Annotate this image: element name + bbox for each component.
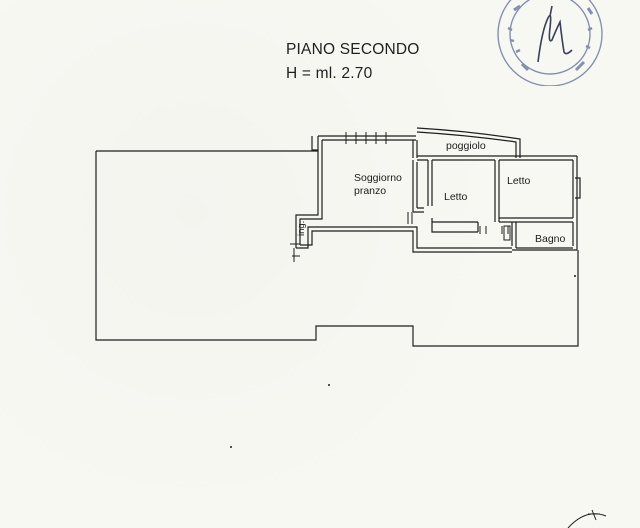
door-ticks (290, 212, 509, 262)
bedroom-1-left-wall (427, 160, 433, 206)
corridor-inner (412, 160, 424, 213)
floor-title: PIANO SECONDO (286, 41, 420, 58)
apartment-outer-wall-inner (299, 140, 323, 245)
mark-dot (230, 446, 232, 448)
north-arrow-icon (567, 509, 607, 528)
top-wall (318, 135, 416, 141)
room-label-poggiolo: poggiolo (446, 140, 486, 152)
room-label-ingresso: ing. (296, 221, 307, 236)
top-window-ticks (345, 132, 387, 144)
mark-dot (328, 384, 330, 386)
bedroom-divider (494, 160, 500, 222)
terrace-outline (95, 150, 579, 347)
room-label-bagno: Bagno (535, 233, 566, 245)
bathroom-fixture (503, 225, 511, 241)
signature-icon (537, 5, 573, 63)
stamp-seal (492, 0, 610, 86)
living-right-wall (412, 140, 418, 158)
bathroom-walls (511, 222, 577, 251)
room-label-letto-1: Letto (444, 191, 468, 203)
apartment-outer-wall (295, 136, 319, 248)
stamp-icon (497, 0, 603, 86)
bedroom-1-bottom-wall (431, 218, 479, 233)
bedroom-2-bottom-wall (499, 217, 573, 223)
corridor-walls (296, 226, 512, 253)
balcony-outline (416, 127, 521, 158)
room-label-soggiorno: Soggiorno (354, 172, 402, 184)
room-label-pranzo: pranzo (354, 185, 386, 197)
right-exterior-wall (572, 156, 578, 250)
room-label-letto-2: Letto (507, 175, 531, 187)
right-window (575, 177, 581, 199)
balcony-floor-line (417, 155, 577, 161)
mark-dot (574, 275, 576, 277)
ceiling-height-note: H = ml. 2.70 (286, 65, 373, 82)
drawing-title-block: PIANO SECONDO H = ml. 2.70 (286, 38, 420, 86)
